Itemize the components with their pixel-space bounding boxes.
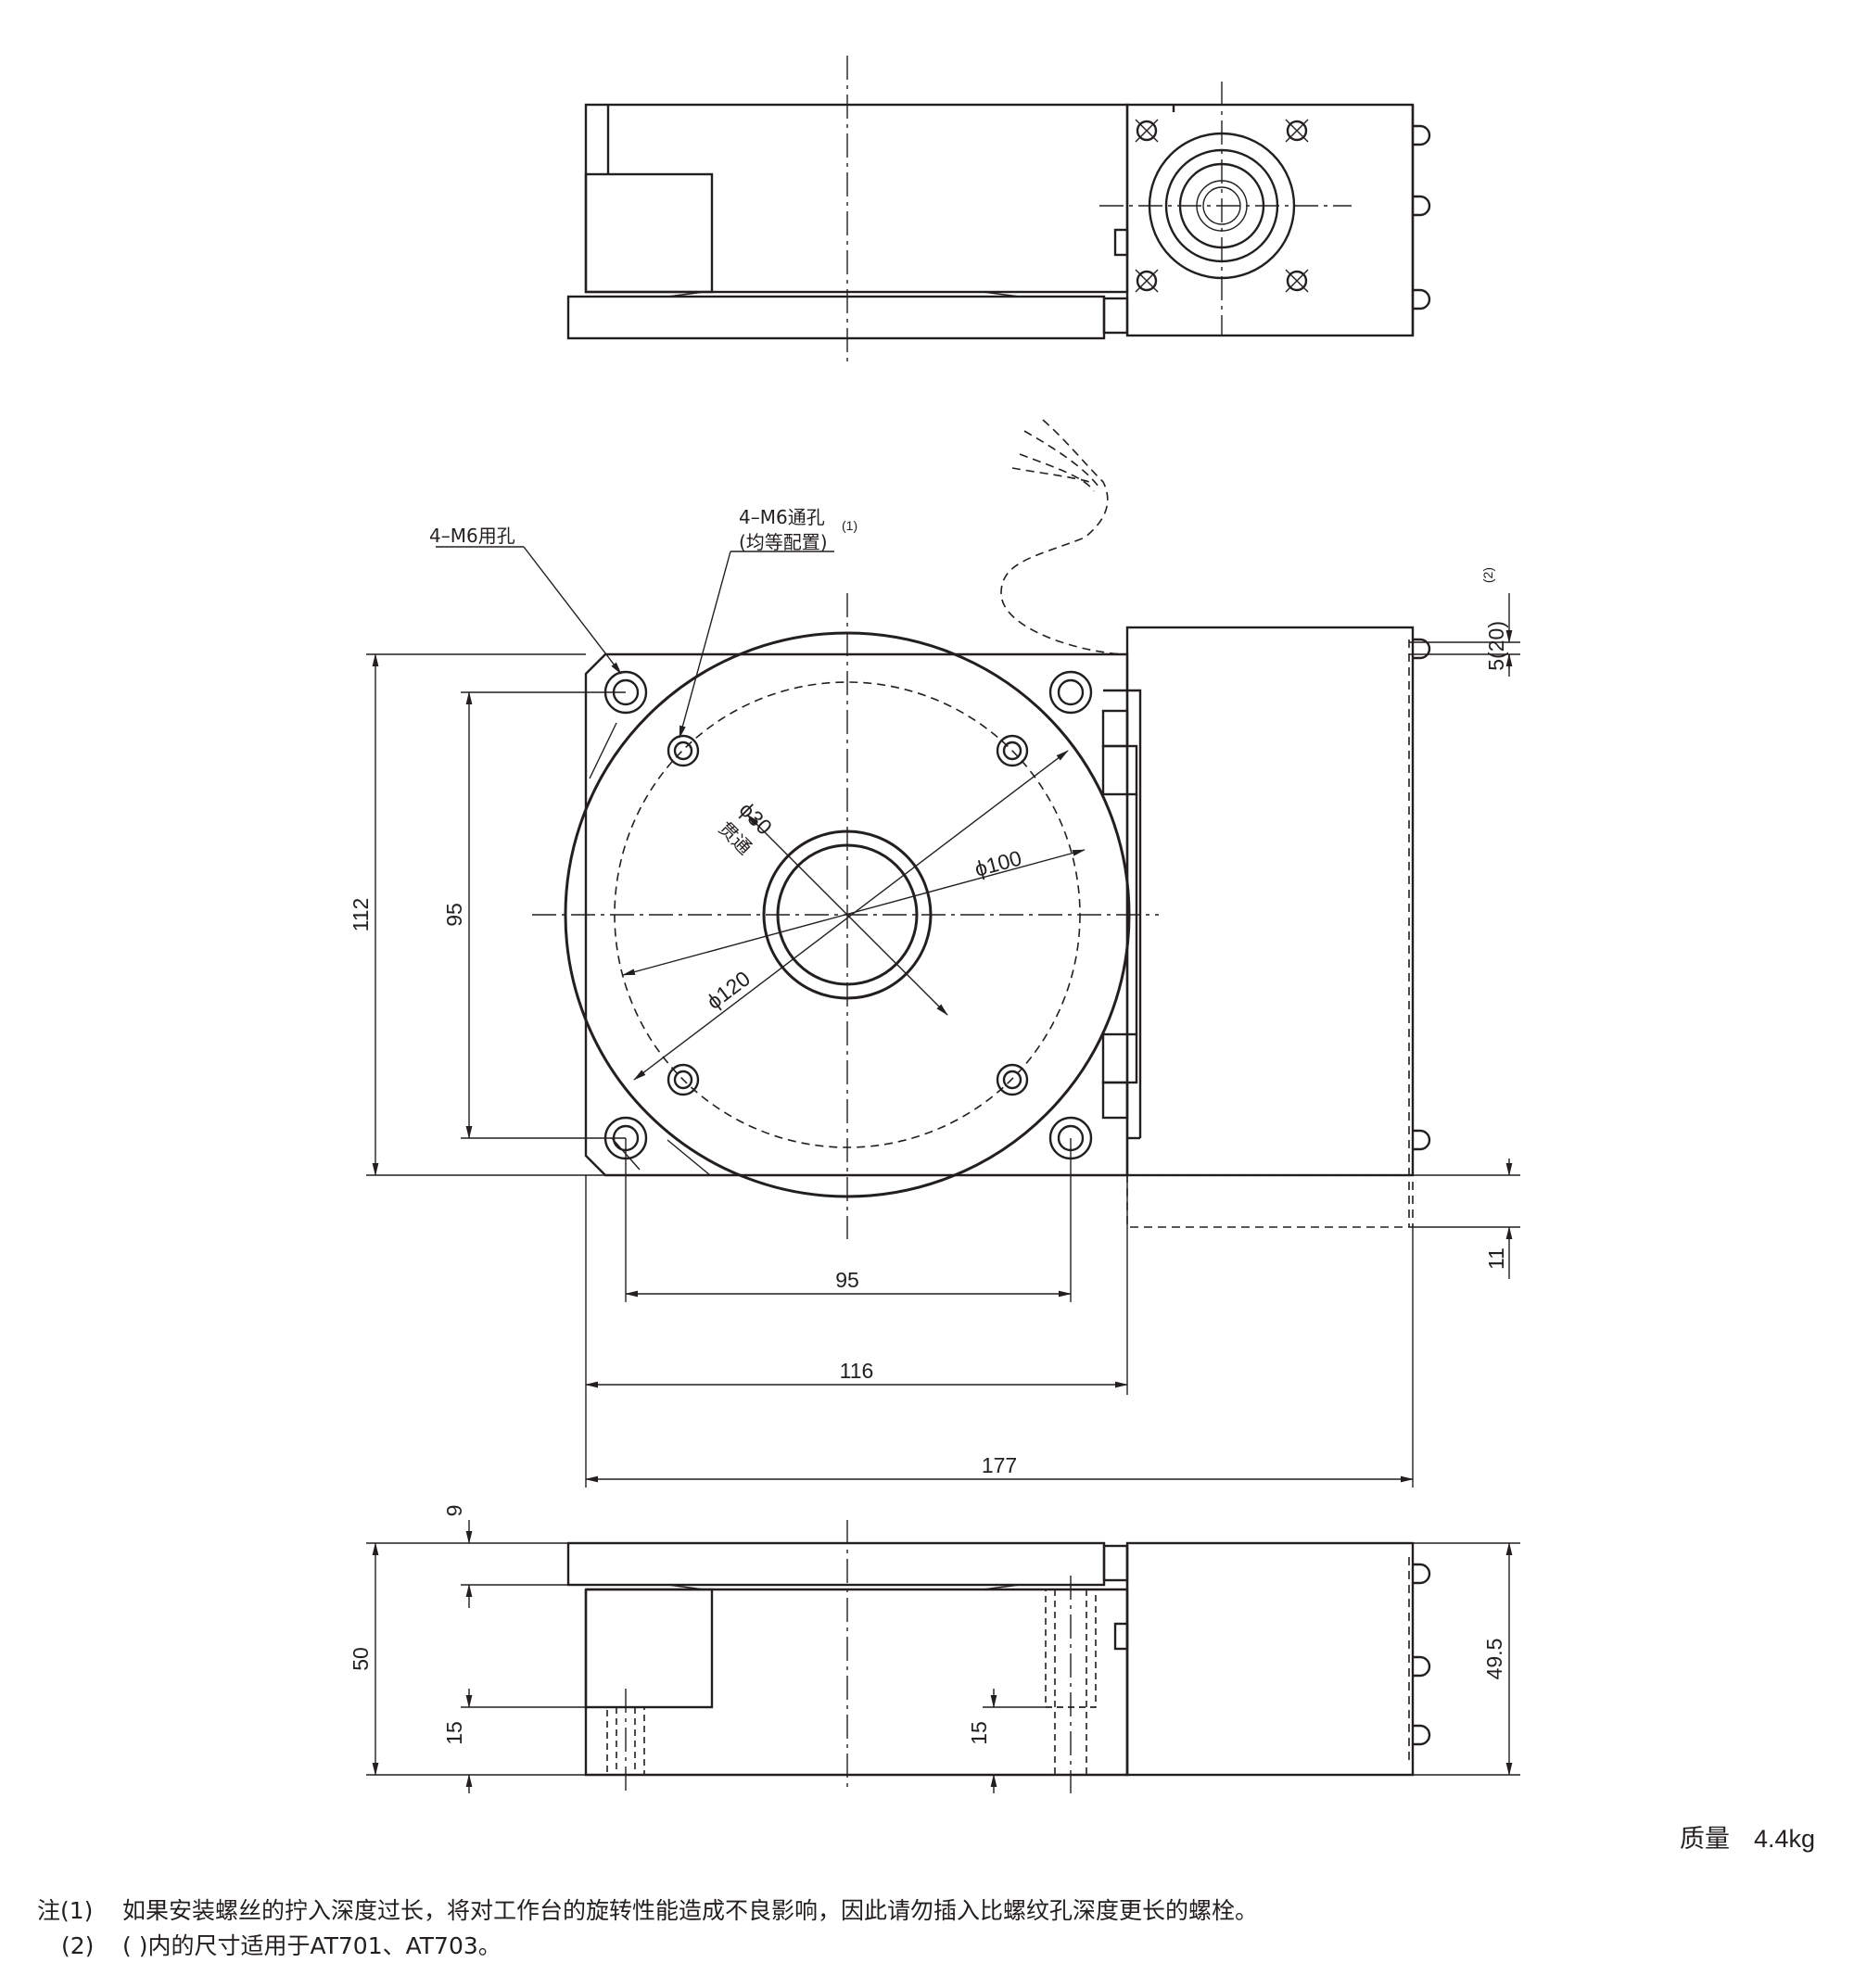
front-view xyxy=(566,1520,1431,1793)
dim-phi120: ϕ120 xyxy=(702,966,755,1014)
dim-116: 116 xyxy=(840,1359,874,1383)
top-view xyxy=(566,56,1431,363)
footnote-1: 注(1) 如果安装螺丝的拧入深度过长，将对工作台的旋转性能造成不良影响，因此请勿… xyxy=(37,1893,1258,1929)
front-dimension-text: 9 50 15 15 49.5 xyxy=(349,1505,1506,1745)
footnote-2: (2) ( )内的尺寸适用于AT701、AT703。 xyxy=(37,1929,1258,1964)
callout-tapped-holes: 4–M6用孔 xyxy=(429,525,515,547)
plan-dimension-text: ϕ30 贯通 ϕ100 ϕ120 112 95 95 116 177 5(20)… xyxy=(349,506,1508,1477)
footnotes: 注(1) 如果安装螺丝的拧入深度过长，将对工作台的旋转性能造成不良影响，因此请勿… xyxy=(37,1893,1258,1964)
dim-5-20-note: (2) xyxy=(1480,567,1495,583)
callout-through-holes-note: (1) xyxy=(842,518,857,533)
footnote-1-mark: 注(1) xyxy=(37,1897,94,1924)
plan-dimensions xyxy=(366,546,1520,1488)
dim-112: 112 xyxy=(349,898,373,932)
callout-through-holes: 4–M6通孔 xyxy=(739,506,825,528)
mass-value: 4.4kg xyxy=(1754,1825,1816,1853)
footnote-2-text: ( )内的尺寸适用于AT701、AT703。 xyxy=(122,1932,502,1959)
dim-49-5: 49.5 xyxy=(1482,1639,1506,1680)
dim-177: 177 xyxy=(982,1453,1017,1477)
dim-15-right: 15 xyxy=(967,1721,991,1745)
callout-through-holes-sub: (均等配置) xyxy=(739,531,828,553)
top-view-screws xyxy=(1135,119,1309,293)
footnote-1-text: 如果安装螺丝的拧入深度过长，将对工作台的旋转性能造成不良影响，因此请勿插入比螺纹… xyxy=(122,1897,1259,1924)
footnote-2-mark: (2) xyxy=(61,1932,95,1959)
dim-phi100: ϕ100 xyxy=(972,845,1024,880)
mass-label: 质量 4.4kg xyxy=(1680,1818,1815,1855)
dim-95-horizontal: 95 xyxy=(835,1268,859,1292)
dim-5-20: 5(20) xyxy=(1484,621,1508,671)
dim-11: 11 xyxy=(1484,1247,1508,1270)
dim-15-left: 15 xyxy=(442,1721,466,1745)
dim-95-vertical: 95 xyxy=(442,903,466,927)
dim-9: 9 xyxy=(442,1505,466,1517)
dim-50: 50 xyxy=(349,1647,373,1671)
front-dimensions xyxy=(366,1520,1520,1793)
mass-caption: 质量 xyxy=(1680,1825,1730,1854)
plan-view xyxy=(532,419,1431,1239)
